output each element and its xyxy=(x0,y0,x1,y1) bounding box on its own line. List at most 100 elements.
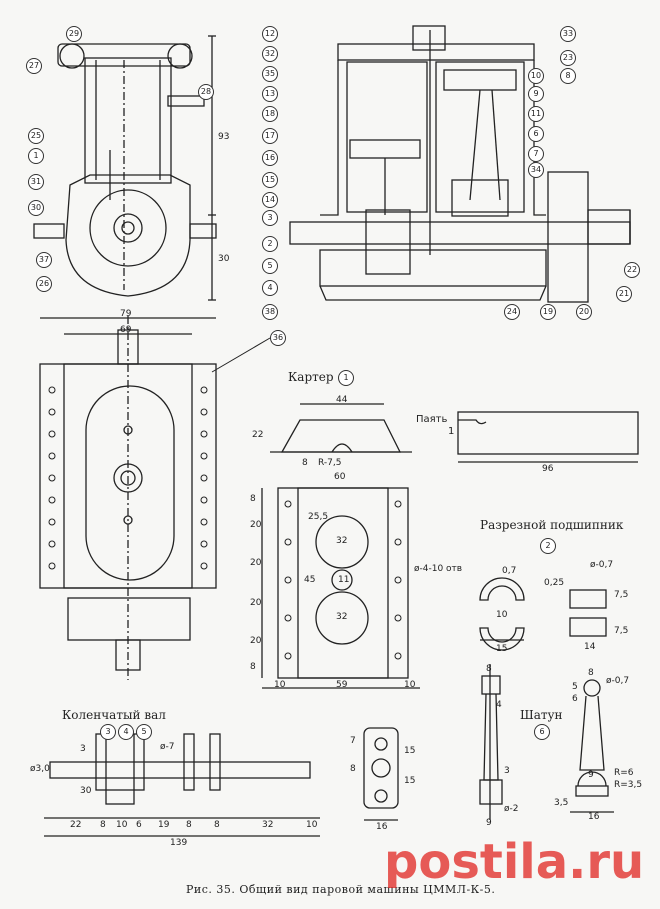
watermark: postila.ru xyxy=(384,834,645,890)
dim-text: 3 xyxy=(504,766,510,776)
dim-text: 25,5 xyxy=(308,512,329,522)
dim-text: 3 xyxy=(80,744,86,754)
callout: 20 xyxy=(576,304,592,320)
callout: 31 xyxy=(28,174,44,190)
callout: 30 xyxy=(28,200,44,216)
crankshaft-number: 3 xyxy=(100,724,116,740)
dim-text: 3,5 xyxy=(554,798,569,808)
callout: 4 xyxy=(262,280,278,296)
shatun-number: 6 xyxy=(534,724,550,740)
callout: 26 xyxy=(36,276,52,292)
dim-text: 79 xyxy=(120,309,132,319)
callout: 9 xyxy=(528,86,544,102)
callout: 17 xyxy=(262,128,278,144)
callout: 37 xyxy=(36,252,52,268)
dim-text: 32 xyxy=(262,820,274,830)
karter-title: Картер xyxy=(288,370,334,384)
dim-text: 8 xyxy=(250,662,256,672)
dim-text: 11 xyxy=(338,575,350,585)
callout: 6 xyxy=(528,126,544,142)
dim-text: 10 xyxy=(274,680,286,690)
callout: 8 xyxy=(560,68,576,84)
dim-text: R=3,5 xyxy=(614,780,643,790)
rod-drawing xyxy=(479,664,503,820)
callout: 32 xyxy=(262,46,278,62)
callout: 35 xyxy=(262,66,278,82)
dim-text: 0,25 xyxy=(544,578,565,588)
dim-text: 6 xyxy=(572,694,578,704)
dim-text: ø-0,7 xyxy=(590,560,614,570)
solder-plate xyxy=(457,411,639,463)
dim-text: R-7,5 xyxy=(318,458,342,468)
dim-text: 139 xyxy=(170,838,188,848)
callout: 18 xyxy=(262,106,278,122)
callout: 19 xyxy=(540,304,556,320)
dim-text: 6 xyxy=(136,820,142,830)
callout: 23 xyxy=(560,50,576,66)
karter-drawing xyxy=(261,403,420,689)
dim-text: 16 xyxy=(588,812,600,822)
dim-text: 44 xyxy=(336,395,348,405)
dim-text: 30 xyxy=(80,786,92,796)
dim-text: 8 xyxy=(186,820,192,830)
dim-text: 59 xyxy=(336,680,348,690)
crankshaft-number: 4 xyxy=(118,724,134,740)
dim-text: 9 xyxy=(486,818,492,828)
callout: 34 xyxy=(528,162,544,178)
callout: 25 xyxy=(28,128,44,144)
callout: 2 xyxy=(262,236,278,252)
top-view xyxy=(39,316,217,680)
dim-text: 10 xyxy=(496,610,508,620)
dim-text: 10 xyxy=(116,820,128,830)
dim-text: 93 xyxy=(218,132,230,142)
dim-text: 22 xyxy=(70,820,82,830)
dim-text: 5 xyxy=(572,682,578,692)
callout: 16 xyxy=(262,150,278,166)
callout: 1 xyxy=(28,148,44,164)
dim-text: R=6 xyxy=(614,768,634,778)
callout: 21 xyxy=(616,286,632,302)
callout: 7 xyxy=(528,146,544,162)
dim-text: 96 xyxy=(542,464,554,474)
dim-text: 15 xyxy=(404,746,416,756)
dim-text: 8 xyxy=(350,764,356,774)
crankshaft-drawing xyxy=(44,733,320,837)
callout: 15 xyxy=(262,172,278,188)
dim-text: 8 xyxy=(302,458,308,468)
dim-text: 30 xyxy=(218,254,230,264)
dim-text: 8 xyxy=(486,664,492,674)
solder-label: Паять xyxy=(416,414,448,425)
crankshaft-number: 5 xyxy=(136,724,152,740)
dim-text: ø-4-10 отв xyxy=(414,564,463,574)
dim-text: 7,5 xyxy=(614,590,629,600)
dim-text: 20 xyxy=(250,598,262,608)
dim-text: 7 xyxy=(350,736,356,746)
callout: 22 xyxy=(624,262,640,278)
dim-text: 20 xyxy=(250,636,262,646)
callout: 3 xyxy=(262,210,278,226)
section-view xyxy=(289,25,631,303)
dim-text: 20 xyxy=(250,520,262,530)
dim-text: 14 xyxy=(584,642,596,652)
dim-text: 8 xyxy=(588,668,594,678)
dim-text: 9 xyxy=(588,770,594,780)
dim-text: 10 xyxy=(306,820,318,830)
dim-text: 4 xyxy=(496,700,502,710)
bearing-number: 2 xyxy=(540,538,556,554)
callout: 12 xyxy=(262,26,278,42)
dim-text: 8 xyxy=(214,820,220,830)
dim-text: ø-2 xyxy=(504,804,519,814)
bearing-drawing xyxy=(479,577,607,651)
callout: 28 xyxy=(198,84,214,100)
dim-text: ø-0,7 xyxy=(606,676,630,686)
callout: 36 xyxy=(270,330,286,346)
shatun-drawing xyxy=(570,679,614,813)
callout: 5 xyxy=(262,258,278,274)
dim-text: 16 xyxy=(376,822,388,832)
crank-web-drawing xyxy=(363,727,399,821)
callout: 10 xyxy=(528,68,544,84)
dim-text: 19 xyxy=(158,820,170,830)
callout: 14 xyxy=(262,192,278,208)
callout: 24 xyxy=(504,304,520,320)
